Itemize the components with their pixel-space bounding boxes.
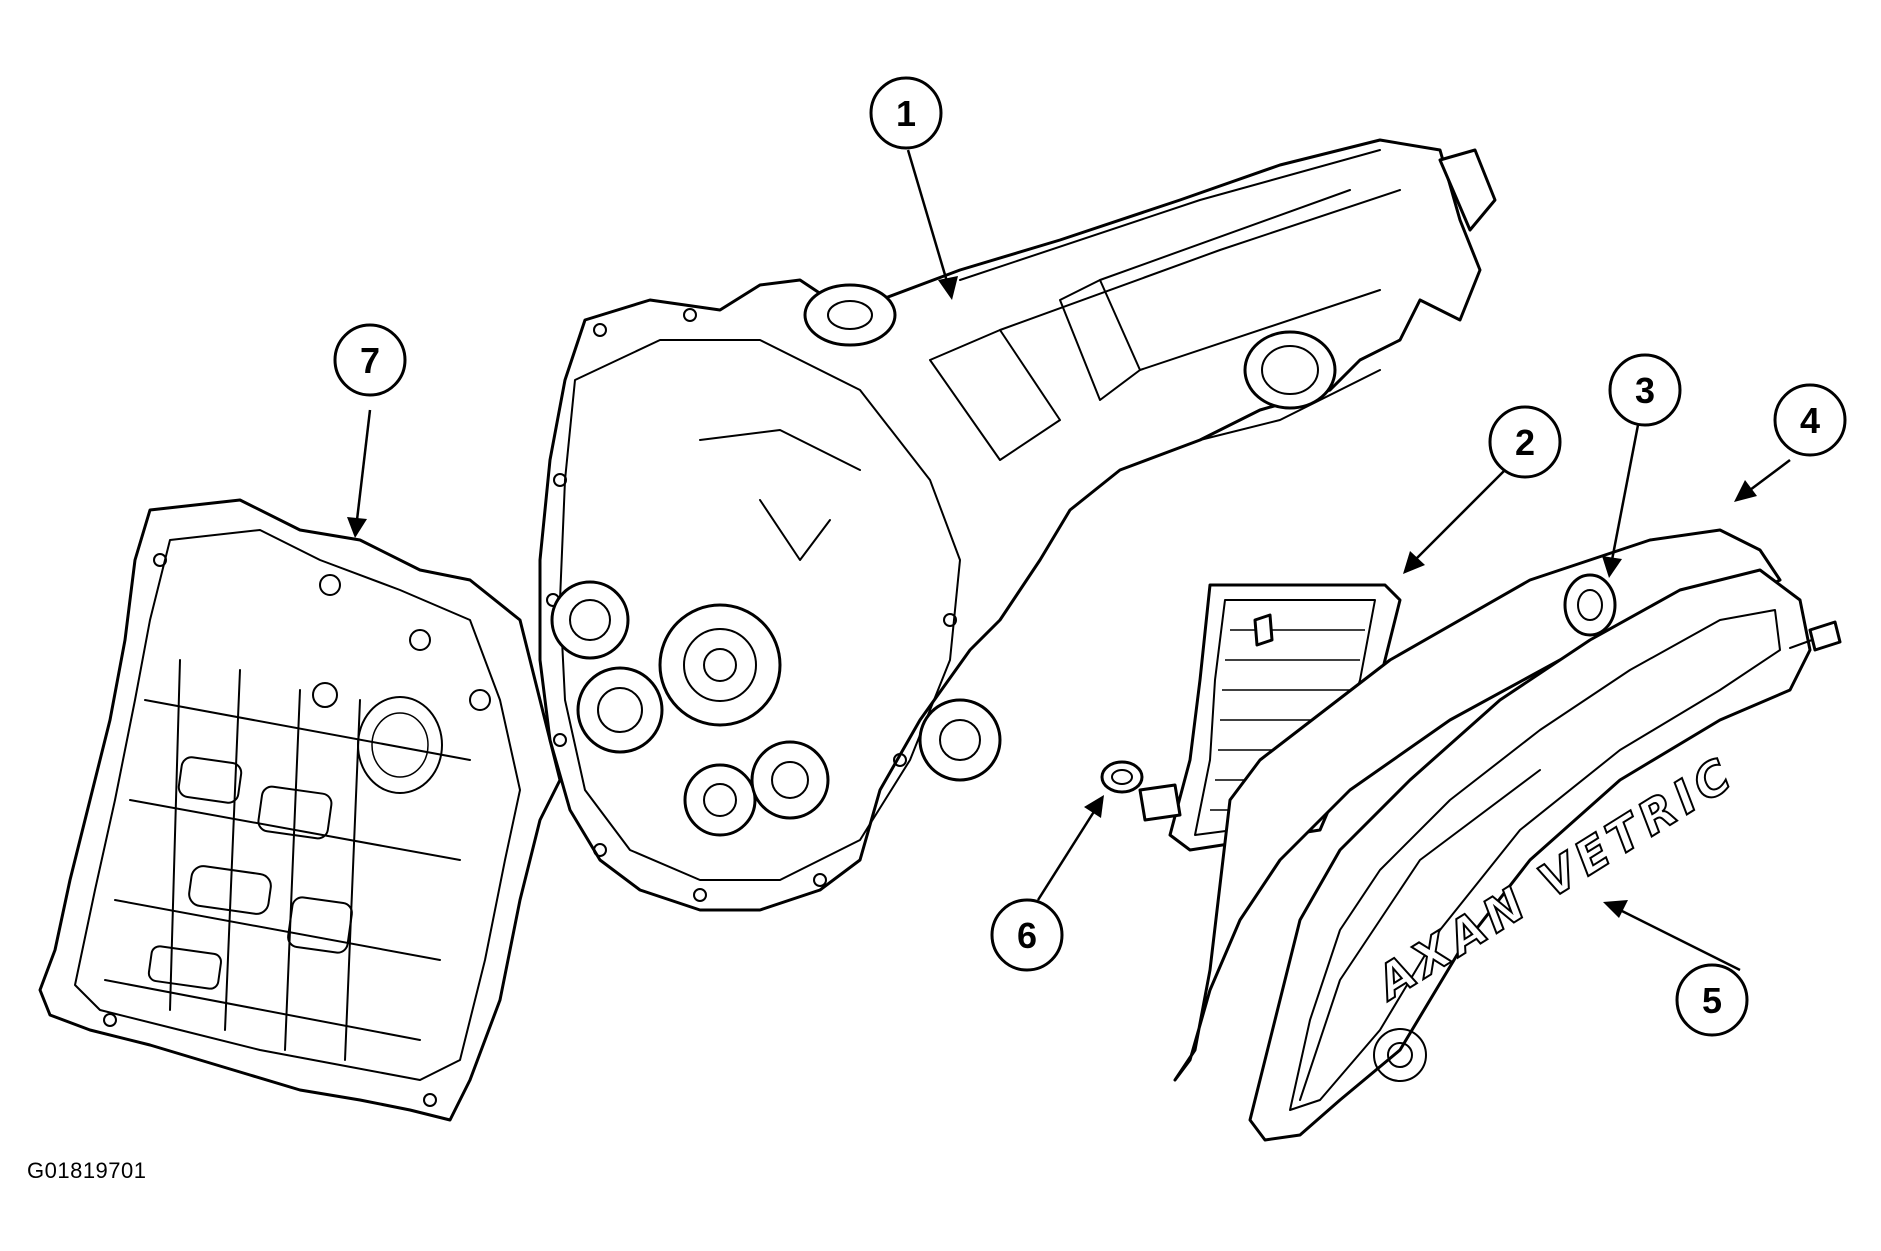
leader-1 <box>906 149 950 286</box>
leader-4 <box>1749 459 1791 491</box>
callout-2-label: 2 <box>1515 422 1535 463</box>
callout-4-label: 4 <box>1800 400 1820 441</box>
callout-3: 3 <box>1608 353 1682 427</box>
pan-bolt <box>1789 620 1842 652</box>
callout-1: 1 <box>869 76 943 150</box>
arrowhead-4 <box>1734 480 1757 502</box>
main-control-valve-body <box>38 498 562 1122</box>
oil-pan: AXAN VETRIC <box>1248 568 1812 1142</box>
arrowhead-5 <box>1603 900 1628 918</box>
filter-seal <box>1100 760 1144 794</box>
leader-5 <box>1619 908 1741 972</box>
leader-2 <box>1414 464 1511 561</box>
callout-3-label: 3 <box>1635 370 1655 411</box>
arrowhead-7 <box>347 517 367 538</box>
leader-6 <box>1036 809 1097 901</box>
callout-7-label: 7 <box>360 340 380 381</box>
arrowhead-3 <box>1602 556 1622 578</box>
leader-lines <box>347 149 1791 972</box>
arrowhead-1 <box>938 276 958 300</box>
transmission-case <box>538 138 1497 912</box>
callout-5-label: 5 <box>1702 980 1722 1021</box>
callout-1-label: 1 <box>896 93 916 134</box>
callout-7: 7 <box>333 323 407 397</box>
arrowhead-6 <box>1084 795 1104 818</box>
callout-2: 2 <box>1488 405 1562 479</box>
figure-id-label: G01819701 <box>27 1158 147 1183</box>
leader-7 <box>355 409 372 521</box>
drain-plug <box>1563 573 1617 637</box>
callout-6: 6 <box>990 898 1064 972</box>
leader-3 <box>1610 424 1640 561</box>
callout-6-label: 6 <box>1017 915 1037 956</box>
callout-5: 5 <box>1675 963 1749 1037</box>
arrowhead-2 <box>1403 551 1425 574</box>
callout-4: 4 <box>1773 383 1847 457</box>
